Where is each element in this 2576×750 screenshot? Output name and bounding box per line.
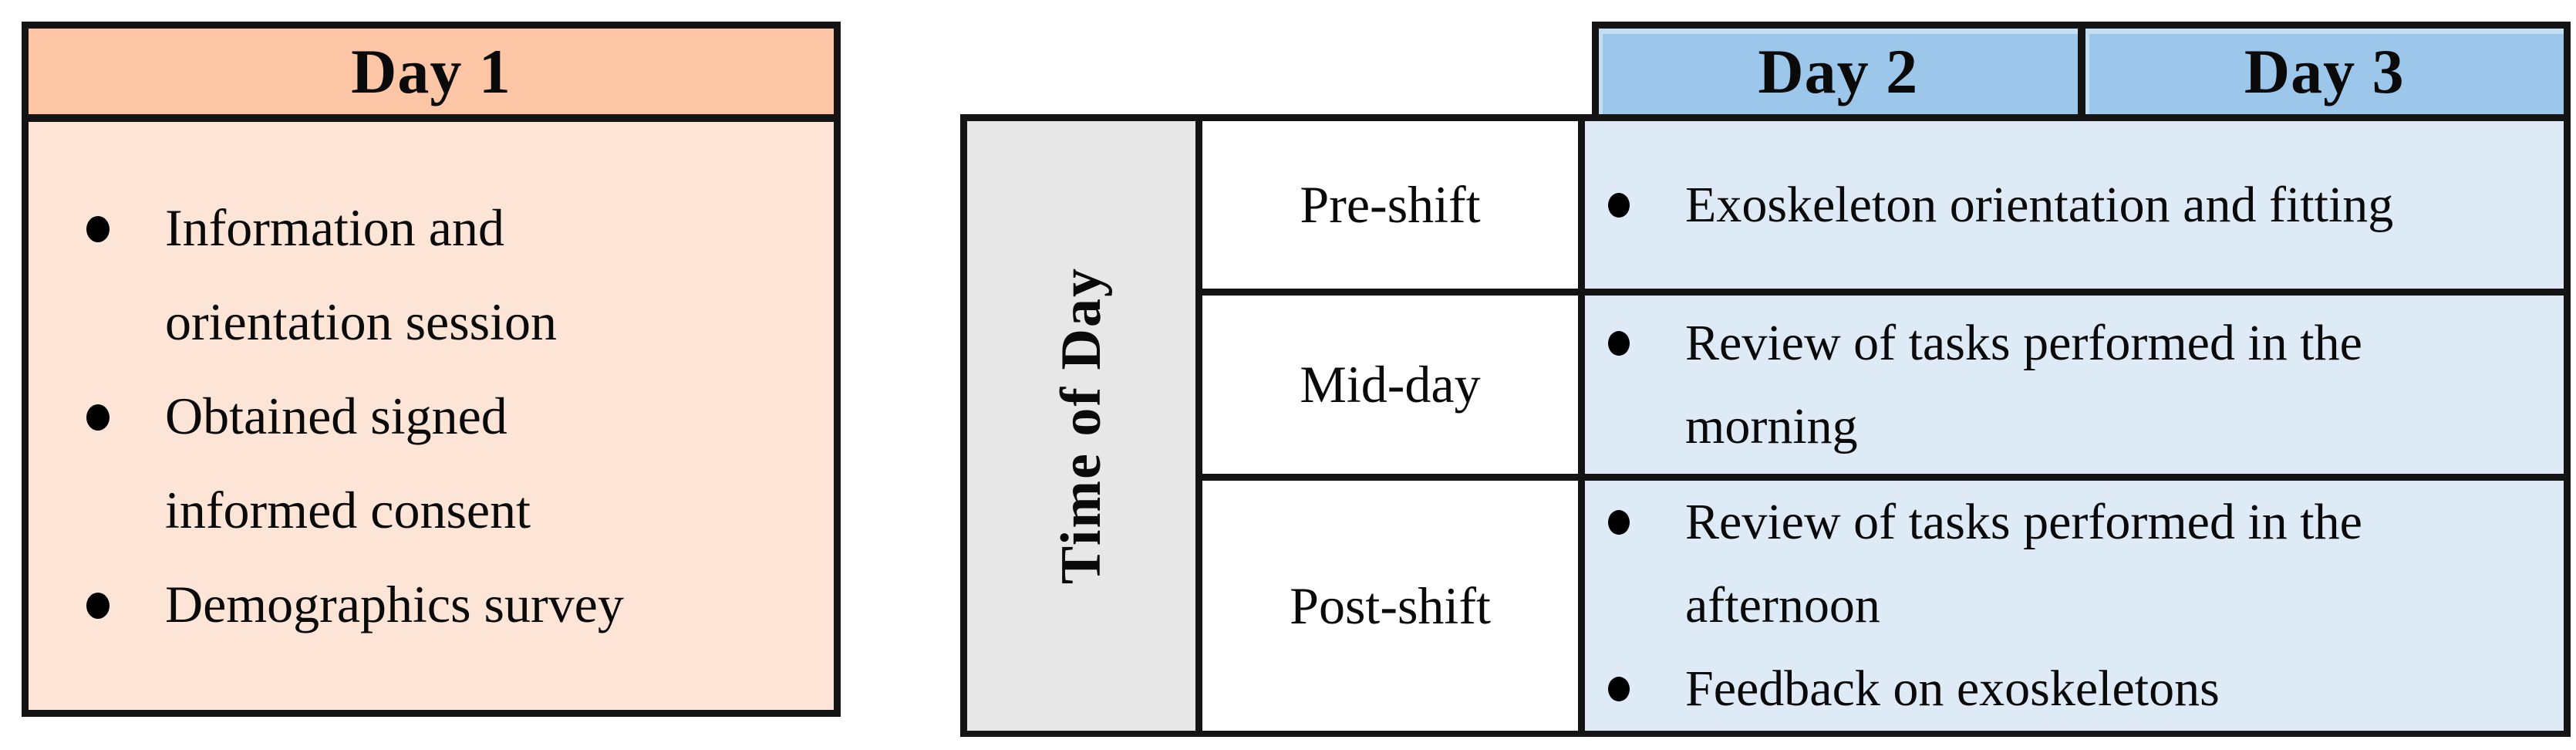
bullet-icon	[86, 593, 110, 619]
list-item: Review of tasks performed in the morning	[1608, 302, 2426, 468]
bullet-text: Review of tasks performed in the afterno…	[1685, 494, 2362, 633]
day3-header: Day 3	[2077, 29, 2564, 114]
bullet-text: Demographics survey	[165, 575, 624, 633]
day1-bullet-list: Information and orientation session Obta…	[29, 181, 705, 651]
midday-bullet-list: Review of tasks performed in the morning	[1585, 302, 2564, 468]
schedule-table-body: Time of Day Pre-shift Exoskeleton orient…	[960, 114, 2571, 737]
time-of-day-axis-cell: Time of Day	[967, 121, 1202, 731]
list-item: Feedback on exoskeletons	[1608, 647, 2426, 731]
bullet-text: Feedback on exoskeletons	[1685, 660, 2220, 717]
list-item: Information and orientation session	[86, 181, 697, 369]
list-item: Exoskeleton orientation and fitting	[1608, 164, 2426, 247]
row-midday-label: Mid-day	[1202, 296, 1585, 481]
bullet-icon	[1608, 330, 1630, 356]
postshift-bullet-list: Review of tasks performed in the afterno…	[1585, 481, 2564, 731]
day2-header: Day 2	[1599, 29, 2078, 114]
bullet-icon	[1608, 510, 1630, 535]
list-item: Demographics survey	[86, 557, 697, 651]
bullet-text: Exoskeleton orientation and fitting	[1685, 176, 2394, 233]
row-preshift-activities: Exoskeleton orientation and fitting	[1585, 121, 2564, 296]
day1-body: Information and orientation session Obta…	[29, 122, 834, 710]
row-postshift-label: Post-shift	[1202, 481, 1585, 731]
list-item: Obtained signed informed consent	[86, 369, 697, 557]
bullet-text: Review of tasks performed in the morning	[1685, 314, 2362, 454]
bullet-text: Information and orientation session	[165, 198, 558, 351]
day23-header-row: Day 2 Day 3	[1592, 22, 2571, 121]
bullet-icon	[1608, 192, 1630, 218]
bullet-icon	[86, 216, 110, 242]
bullet-text: Obtained signed informed consent	[165, 387, 531, 539]
list-item: Review of tasks performed in the afterno…	[1608, 481, 2426, 647]
time-of-day-label: Time of Day	[1049, 267, 1113, 585]
preshift-bullet-list: Exoskeleton orientation and fitting	[1585, 164, 2564, 247]
row-preshift-label: Pre-shift	[1202, 121, 1585, 296]
day1-header: Day 1	[29, 29, 834, 122]
bullet-icon	[86, 404, 110, 431]
row-postshift-activities: Review of tasks performed in the afterno…	[1585, 481, 2564, 731]
day1-table: Day 1 Information and orientation sessio…	[22, 22, 841, 717]
bullet-icon	[1608, 677, 1630, 701]
row-midday-activities: Review of tasks performed in the morning	[1585, 296, 2564, 481]
